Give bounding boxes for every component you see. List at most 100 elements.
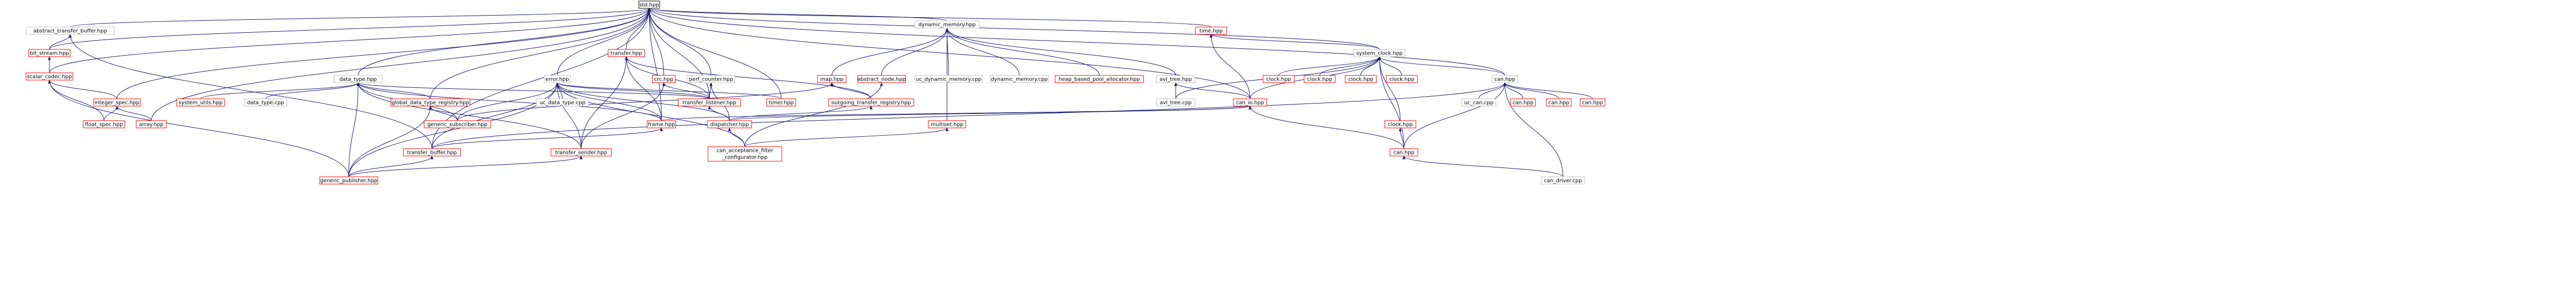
node-clock4[interactable]: clock.hpp (1386, 75, 1418, 83)
edge-abstract_node-to-dynamic_memory (881, 28, 949, 76)
node-label: transfer.hpp (611, 51, 642, 57)
node-transfer[interactable]: transfer.hpp (608, 49, 645, 57)
node-box (1491, 75, 1518, 83)
node-time[interactable]: time.hpp (1195, 27, 1227, 35)
node-data-type[interactable]: data_type.hpp (334, 75, 383, 83)
node-label: integer_spec.hpp (95, 100, 139, 106)
node-box (652, 75, 676, 83)
node-clock2[interactable]: clock.hpp (1304, 75, 1336, 83)
node-avl-tree-cpp[interactable]: avl_tree.cpp (1156, 98, 1195, 107)
edge-abstract_transfer_buffer-to-std (70, 8, 651, 28)
node-label: multiset.hpp (930, 122, 963, 128)
node-label: frame.hpp (648, 122, 675, 128)
node-frame[interactable]: frame.hpp (647, 120, 676, 128)
node-perf-counter[interactable]: perf_counter.hpp (687, 75, 735, 83)
node-box (1461, 98, 1496, 107)
node-scalar-codec[interactable]: scalar_codec.hpp (25, 72, 73, 81)
node-label: heap_based_pool_allocator.hpp (1059, 77, 1140, 83)
edge-dynamic_memory-to-std (648, 8, 948, 21)
node-box (1233, 98, 1267, 107)
node-std[interactable]: std.hpp (638, 1, 660, 9)
edge-transfer_sender-to-data_type (357, 82, 582, 149)
node-abstract-transfer-buffer[interactable]: abstract_transfer_buffer.hpp (25, 27, 115, 35)
node-data-type-cpp[interactable]: data_type.cpp (244, 98, 287, 107)
edge-transfer_listener-to-data_type (357, 82, 710, 99)
node-bit-stream[interactable]: bit_stream.hpp (28, 49, 71, 57)
edge-dispatcher-to-can_io (729, 106, 1252, 121)
node-label: bit_stream.hpp (30, 51, 69, 57)
edge-integer_spec-to-scalar_codec (48, 80, 117, 99)
node-error[interactable]: error.hpp (544, 75, 571, 83)
node-can3[interactable]: can.hpp (1580, 98, 1606, 107)
edge-generic_subscriber-to-map (457, 82, 834, 121)
node-label: dynamic_memory.cpp (991, 77, 1047, 83)
edge-can_io-to-std (648, 8, 1251, 99)
node-crc[interactable]: crc.hpp (652, 75, 676, 83)
node-generic-subscriber[interactable]: generic_subscriber.hpp (424, 120, 491, 128)
node-generic-publisher[interactable]: generic_publisher.hpp (319, 176, 378, 185)
node-transfer-buffer[interactable]: transfer_buffer.hpp (403, 148, 461, 157)
node-label: can.hpp (1548, 100, 1569, 106)
node-box (244, 98, 287, 107)
node-label: uc_can.cpp (1464, 100, 1493, 106)
edge-outgoing_transfer_registry-to-transfer (625, 56, 872, 99)
node-transfer-sender[interactable]: transfer_sender.hpp (550, 148, 612, 157)
edge-can_hub-to-std (648, 8, 1505, 76)
node-dynamic-memory[interactable]: dynamic_memory.hpp (914, 20, 980, 29)
node-heap-based-pool-allocator[interactable]: heap_based_pool_allocator.hpp (1055, 75, 1144, 83)
node-global-data-type-registry[interactable]: global_data_type_registry.hpp (390, 98, 470, 107)
node-multiset[interactable]: multiset.hpp (928, 120, 966, 128)
node-can2[interactable]: can.hpp (1546, 98, 1572, 107)
node-system-utils[interactable]: system_utils.hpp (176, 98, 225, 107)
edge-can_acceptance_filter-to-multiset (744, 127, 949, 147)
edge-generic_publisher-to-scalar_codec (48, 80, 349, 177)
node-box (707, 120, 752, 128)
node-can-hub[interactable]: can.hpp (1491, 75, 1518, 83)
node-label: array.hpp (139, 122, 163, 128)
node-label: abstract_transfer_buffer.hpp (33, 29, 107, 34)
node-timer[interactable]: timer.hpp (766, 98, 796, 107)
edge-integer_spec-to-std (116, 8, 651, 99)
node-label: dynamic_memory.hpp (918, 22, 976, 28)
node-clock1[interactable]: clock.hpp (1263, 75, 1295, 83)
edge-generic_publisher-to-data_type (348, 82, 360, 177)
node-abstract-node[interactable]: abstract_node.hpp (857, 75, 906, 83)
node-integer-spec[interactable]: integer_spec.hpp (93, 98, 141, 107)
node-uc-can-cpp[interactable]: uc_can.cpp (1461, 98, 1496, 107)
node-label: system_clock.hpp (1356, 51, 1402, 57)
edge-can-to-system_clock (1378, 56, 1404, 149)
edge-transfer_listener-to-std (648, 8, 710, 99)
node-clock5[interactable]: clock.hpp (1384, 120, 1416, 128)
node-label: can.hpp (1394, 150, 1414, 156)
edge-generic_publisher-to-error (348, 82, 559, 177)
node-uc-data-type-cpp[interactable]: uc_data_type.cpp (536, 98, 589, 107)
node-label: avl_tree.hpp (1160, 77, 1192, 83)
node-dispatcher[interactable]: dispatcher.hpp (707, 120, 752, 128)
node-transfer-listener[interactable]: transfer_listener.hpp (678, 98, 741, 107)
node-outgoing-transfer-registry[interactable]: outgoing_transfer_registry.hpp (828, 98, 914, 107)
node-box (914, 20, 980, 29)
node-can-acceptance-filter[interactable]: can_acceptance_filter_configurator.hpp (707, 146, 782, 162)
node-label: system_utils.hpp (179, 100, 222, 106)
node-box (828, 98, 914, 107)
node-label: scalar_codec.hpp (27, 74, 72, 80)
node-array[interactable]: array.hpp (136, 120, 167, 128)
node-box (1304, 75, 1336, 83)
node-box (83, 120, 125, 128)
node-dynamic-memory-cpp[interactable]: dynamic_memory.cpp (990, 75, 1049, 83)
node-system-clock[interactable]: system_clock.hpp (1353, 49, 1405, 57)
node-can1[interactable]: can.hpp (1510, 98, 1536, 107)
node-can-driver[interactable]: can_driver.cpp (1541, 176, 1585, 185)
node-map[interactable]: map.hpp (817, 75, 847, 83)
node-avl-tree[interactable]: avl_tree.hpp (1156, 75, 1195, 83)
node-box (678, 98, 741, 107)
node-can[interactable]: can.hpp (1389, 148, 1418, 157)
edges-layer (48, 8, 1593, 177)
node-clock3[interactable]: clock.hpp (1345, 75, 1377, 83)
node-label: global_data_type_registry.hpp (391, 100, 469, 106)
node-uc-dynamic-memory-cpp[interactable]: uc_dynamic_memory.cpp (914, 75, 983, 83)
node-box (136, 120, 167, 128)
node-float-spec[interactable]: float_spec.hpp (83, 120, 125, 128)
node-can-io[interactable]: can_io.hpp (1233, 98, 1267, 107)
node-label: transfer_sender.hpp (555, 150, 607, 156)
